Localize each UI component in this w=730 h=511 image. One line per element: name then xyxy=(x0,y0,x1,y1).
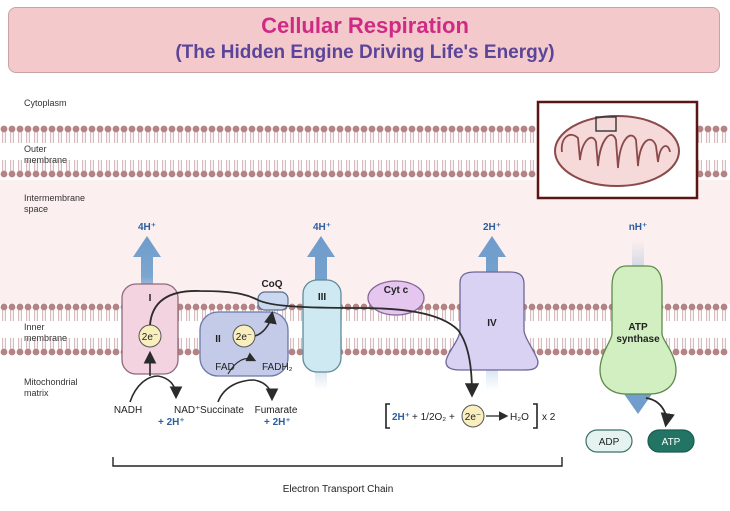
fumarate-plus-2h-label: + 2H⁺ xyxy=(264,417,291,428)
electron-to-coq-arrow xyxy=(254,310,277,337)
zoom-box xyxy=(595,116,617,132)
outer-membrane xyxy=(0,125,728,178)
atp-synthase-label-1: ATP xyxy=(628,322,648,333)
atp-production-arrow xyxy=(645,397,675,428)
complex-iii-label: III xyxy=(318,292,327,303)
label-inner-membrane-2: membrane xyxy=(24,333,67,343)
mitochondrion-cristae-icon xyxy=(560,133,671,169)
complex-iv: IV xyxy=(445,271,539,371)
etc-label: Electron Transport Chain xyxy=(283,484,394,495)
intermembrane-space-area xyxy=(0,180,730,304)
cytc-label: Cyt c xyxy=(384,285,409,296)
label-intermembrane-1: Intermembrane xyxy=(24,193,85,203)
coq-label: CoQ xyxy=(261,279,282,290)
fumarate-label: Fumarate xyxy=(255,405,298,416)
nadh-label: NADH xyxy=(114,405,142,416)
page-subtitle: (The Hidden Engine Driving Life's Energy… xyxy=(175,42,555,63)
electron-complex-ii: 2e⁻ xyxy=(232,324,256,348)
water-formation-reaction: 2H⁺ + 1/2O₂ + 2e⁻ H₂O x 2 xyxy=(385,403,556,429)
complex-iii: III xyxy=(302,279,342,373)
label-outer-membrane-2: membrane xyxy=(24,155,67,165)
reaction-oxygen: + 1/2O₂ + xyxy=(412,412,455,423)
proton-label-complex-i: 4H⁺ xyxy=(138,222,156,233)
label-inner-membrane-1: Inner xyxy=(24,322,45,332)
reaction-electrons: 2e⁻ xyxy=(465,412,481,423)
proton-label-complex-iv: 2H⁺ xyxy=(483,222,501,233)
svg-text:2e⁻: 2e⁻ xyxy=(142,332,158,343)
nadh-arrow-out xyxy=(157,375,183,400)
fadh2-label: FADH₂ xyxy=(262,362,293,373)
atp-synthase-label-2: synthase xyxy=(616,334,660,345)
atp-label: ATP xyxy=(662,437,681,448)
nadh-arrow-in xyxy=(129,375,159,403)
adp-label: ADP xyxy=(599,437,620,448)
label-matrix-2: matrix xyxy=(24,388,49,398)
label-intermembrane-2: space xyxy=(24,204,48,214)
fad-label: FAD xyxy=(215,362,234,373)
proton-label-atp-synthase: nH⁺ xyxy=(629,222,648,233)
reaction-water: H₂O xyxy=(510,412,529,423)
adp-chip xyxy=(585,429,633,453)
svg-text:2e⁻: 2e⁻ xyxy=(236,332,252,343)
complex-ii-label: II xyxy=(215,334,221,345)
etc-bracket xyxy=(112,457,563,467)
label-cytoplasm: Cytoplasm xyxy=(24,98,67,108)
electron-complex-i: 2e⁻ xyxy=(138,324,162,348)
complex-iv-label: IV xyxy=(487,318,497,329)
label-matrix-1: Mitochondrial xyxy=(24,377,78,387)
nad-plus-2h-label: + 2H⁺ xyxy=(158,417,185,428)
label-outer-membrane-1: Outer xyxy=(24,144,47,154)
cytochrome-c: Cyt c xyxy=(367,280,425,316)
mitochondrion-inset xyxy=(536,100,699,200)
atp-synthase: ATP synthase xyxy=(599,265,677,395)
nad-label: NAD⁺ xyxy=(174,405,200,416)
title-banner xyxy=(8,7,720,73)
complex-i-label: I xyxy=(149,293,152,304)
proton-label-complex-iii: 4H⁺ xyxy=(313,222,331,233)
reaction-times: x 2 xyxy=(542,412,556,423)
electron-flow-path xyxy=(149,290,480,398)
succinate-arrow-out xyxy=(253,379,279,402)
succinate-arrow-in xyxy=(217,379,255,403)
reaction-protons: 2H⁺ xyxy=(392,412,410,423)
fad-reduction-arrow xyxy=(227,352,257,375)
page-title: Cellular Respiration xyxy=(261,13,469,38)
arrow-up-icon xyxy=(133,236,161,310)
atp-chip xyxy=(647,429,695,453)
succinate-label: Succinate xyxy=(200,405,244,416)
